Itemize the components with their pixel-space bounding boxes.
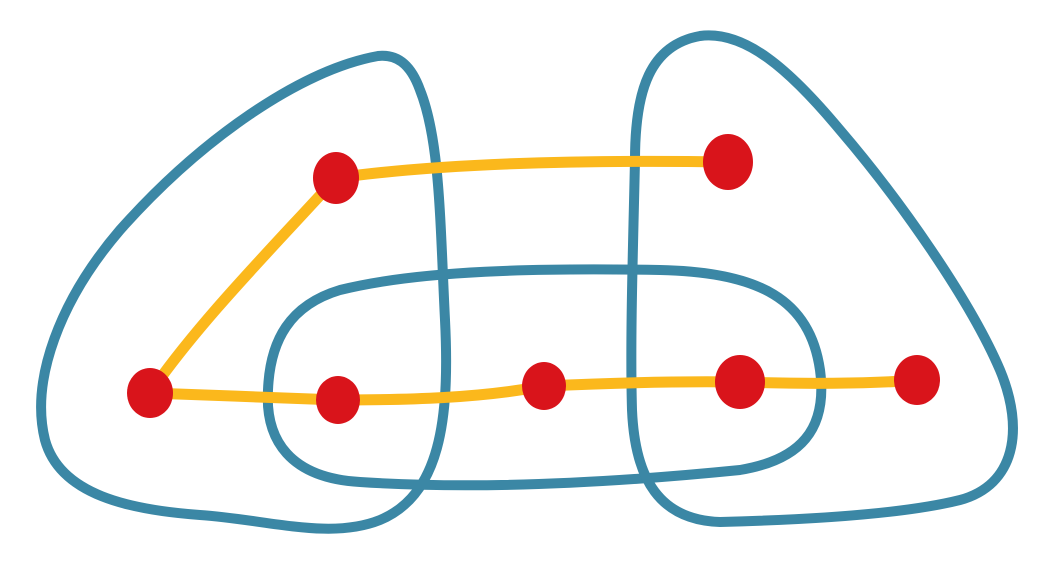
vertex-v6 [715, 355, 765, 409]
vertex-v7 [894, 355, 940, 405]
edge-v3-v4 [144, 387, 344, 406]
vertices [127, 134, 940, 424]
hyperedge-left [36, 50, 452, 534]
vertex-v1 [313, 152, 359, 204]
hyperedge-right [626, 30, 1018, 527]
hyperedges [36, 30, 1018, 534]
hyperedge-middle [262, 264, 827, 491]
edge-v5-v6 [538, 376, 746, 392]
vertex-v3 [127, 368, 173, 418]
edge-v1-v2 [330, 155, 734, 184]
vertex-v5 [522, 362, 566, 410]
edge-v4-v5 [332, 380, 550, 406]
vertex-v4 [316, 376, 360, 424]
edge-v6-v7 [734, 374, 923, 389]
vertex-v2 [703, 134, 753, 190]
edge-v1-v3 [144, 172, 342, 399]
